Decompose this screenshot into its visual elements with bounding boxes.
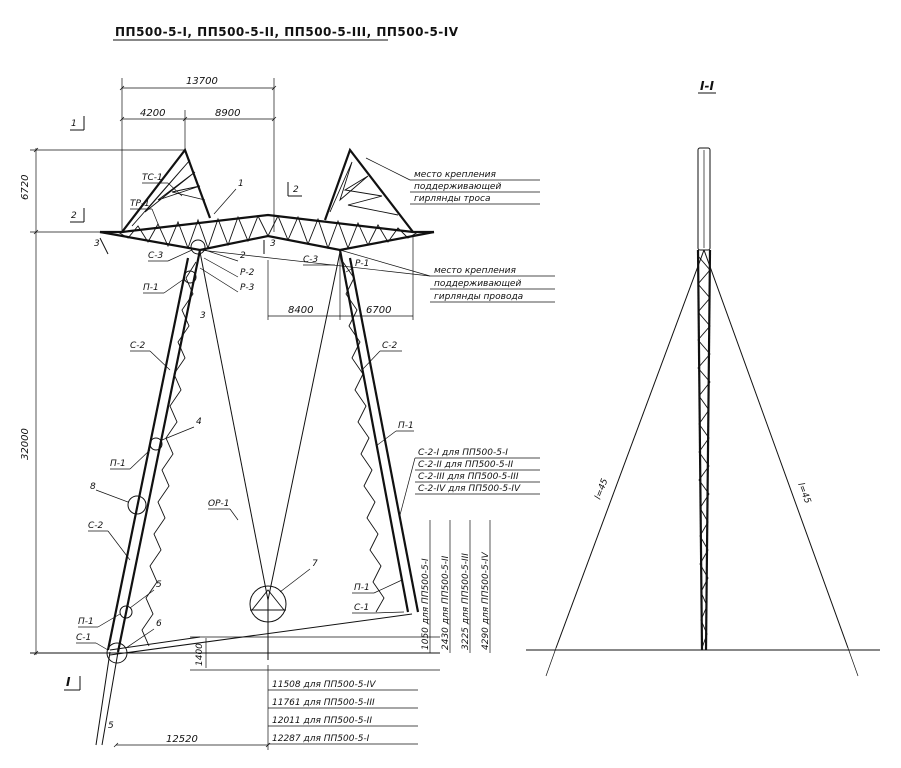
leg-variant-4: С-2-IV для ПП500-5-IV xyxy=(418,484,521,494)
section-side-view: l=45 l=45 xyxy=(526,147,880,677)
guy-label-left: l=45 xyxy=(593,477,610,501)
node-circle-8 xyxy=(127,495,147,515)
label-c2-upper-left: С-2 xyxy=(130,341,146,351)
label-7: 7 xyxy=(312,559,318,569)
marker-2-right: 2 xyxy=(293,185,299,195)
dim-6700: 6700 xyxy=(366,305,391,316)
note-cable-line1: место крепления xyxy=(414,170,496,180)
base-variant-1: 11508 для ПП500-5-IV xyxy=(272,680,376,690)
tower-front-view: 12520 1400 8400 6700 xyxy=(30,147,440,750)
label-p1-top: П-1 xyxy=(143,283,159,293)
base-variant-table: 11508 для ПП500-5-IV 11761 для ПП500-5-I… xyxy=(268,680,418,745)
label-3-leg: 3 xyxy=(200,311,206,321)
leg-variant-table: С-2-I для ПП500-5-I С-2-II для ПП500-5-I… xyxy=(399,448,540,516)
dim-12520: 12520 xyxy=(166,734,198,745)
marker-5-bottom: 5 xyxy=(108,721,114,731)
marker-3-left: 3 xyxy=(94,239,100,249)
node-circle-3 xyxy=(183,270,197,284)
label-r1-right: Р-1 xyxy=(355,259,369,269)
left-dimensions: 6720 32000 xyxy=(20,147,185,656)
label-op1: ОР-1 xyxy=(208,499,230,509)
dim-32000: 32000 xyxy=(20,428,31,460)
section-markers: 1 2 2 3 3 I 5 xyxy=(64,116,302,731)
leg-variant-3: С-2-III для ПП500-5-III xyxy=(418,472,519,482)
dim-6720: 6720 xyxy=(20,175,31,200)
marker-2-left: 2 xyxy=(71,211,77,221)
height-variant-1: 1050 для ПП500-5-I xyxy=(421,558,431,650)
note-cable-line2: поддерживающей xyxy=(414,182,501,192)
dim-1400: 1400 xyxy=(195,643,205,666)
base-variant-2: 11761 для ПП500-5-III xyxy=(272,698,375,708)
label-2: 2 xyxy=(240,251,246,261)
leg-variant-1: С-2-I для ПП500-5-I xyxy=(418,448,508,458)
label-p1-low: П-1 xyxy=(78,617,94,627)
dim-4200: 4200 xyxy=(140,108,165,119)
base-variant-4: 12287 для ПП500-5-I xyxy=(272,734,370,744)
node-circle-5 xyxy=(119,605,133,619)
node-circle-2 xyxy=(190,239,206,255)
label-p1-right-low: П-1 xyxy=(354,583,370,593)
wire-attachment-note: место крепления поддерживающей гирлянды … xyxy=(199,249,555,303)
label-6: 6 xyxy=(156,619,162,629)
drawing-title: ПП500-5-I, ПП500-5-II, ПП500-5-III, ПП50… xyxy=(115,25,459,39)
height-variant-4: 4290 для ПП500-5-IV xyxy=(481,551,491,650)
node-circle-6 xyxy=(106,642,128,664)
label-c3-left: С-3 xyxy=(148,251,164,261)
label-1: 1 xyxy=(238,179,244,189)
note-cable-line3: гирлянды троса xyxy=(414,194,490,204)
height-variant-table: 1050 для ПП500-5-I 2430 для ПП500-5-II 3… xyxy=(421,520,491,653)
cable-attachment-note: место крепления поддерживающей гирлянды … xyxy=(365,157,540,205)
label-5: 5 xyxy=(156,580,162,590)
dim-13700: 13700 xyxy=(186,76,218,87)
dim-8400: 8400 xyxy=(288,305,313,316)
label-p1-right: П-1 xyxy=(398,421,414,431)
label-p1-mid: П-1 xyxy=(110,459,126,469)
label-tr1: ТР-1 xyxy=(130,199,150,209)
label-c2-right: С-2 xyxy=(382,341,398,351)
label-tc1: ТС-1 xyxy=(142,173,163,183)
top-dimensions: 13700 4200 8900 xyxy=(119,76,277,232)
label-r2: Р-2 xyxy=(240,268,255,278)
label-4: 4 xyxy=(196,417,202,427)
height-variant-3: 3225 для ПП500-5-III xyxy=(461,553,471,650)
label-c2-lower-left: С-2 xyxy=(88,521,104,531)
marker-1-top: 1 xyxy=(71,119,77,129)
note-wire-line3: гирлянды провода xyxy=(434,292,523,302)
label-r3: Р-3 xyxy=(240,283,255,293)
marker-3-right: 3 xyxy=(270,239,276,249)
marker-I: I xyxy=(66,675,71,689)
label-8: 8 xyxy=(90,482,96,492)
note-wire-line2: поддерживающей xyxy=(434,279,521,289)
note-wire-line1: место крепления xyxy=(434,266,516,276)
label-c3-right: С-3 xyxy=(303,255,319,265)
node-circle-4 xyxy=(149,437,163,451)
leg-variant-2: С-2-II для ПП500-5-II xyxy=(418,460,514,470)
label-c1-left: С-1 xyxy=(76,633,91,643)
base-variant-3: 12011 для ПП500-5-II xyxy=(272,716,372,726)
height-variant-2: 2430 для ПП500-5-II xyxy=(441,555,451,650)
guy-label-right: l=45 xyxy=(795,481,812,505)
section-title: I-I xyxy=(700,79,714,93)
part-labels: ТС-1 ТР-1 1 С-3 2 Р-2 Р-3 П-1 3 С-3 Р-1 … xyxy=(76,173,414,651)
label-c1-right: С-1 xyxy=(354,603,369,613)
node-circle-7 xyxy=(249,585,287,623)
dim-8900: 8900 xyxy=(215,108,240,119)
